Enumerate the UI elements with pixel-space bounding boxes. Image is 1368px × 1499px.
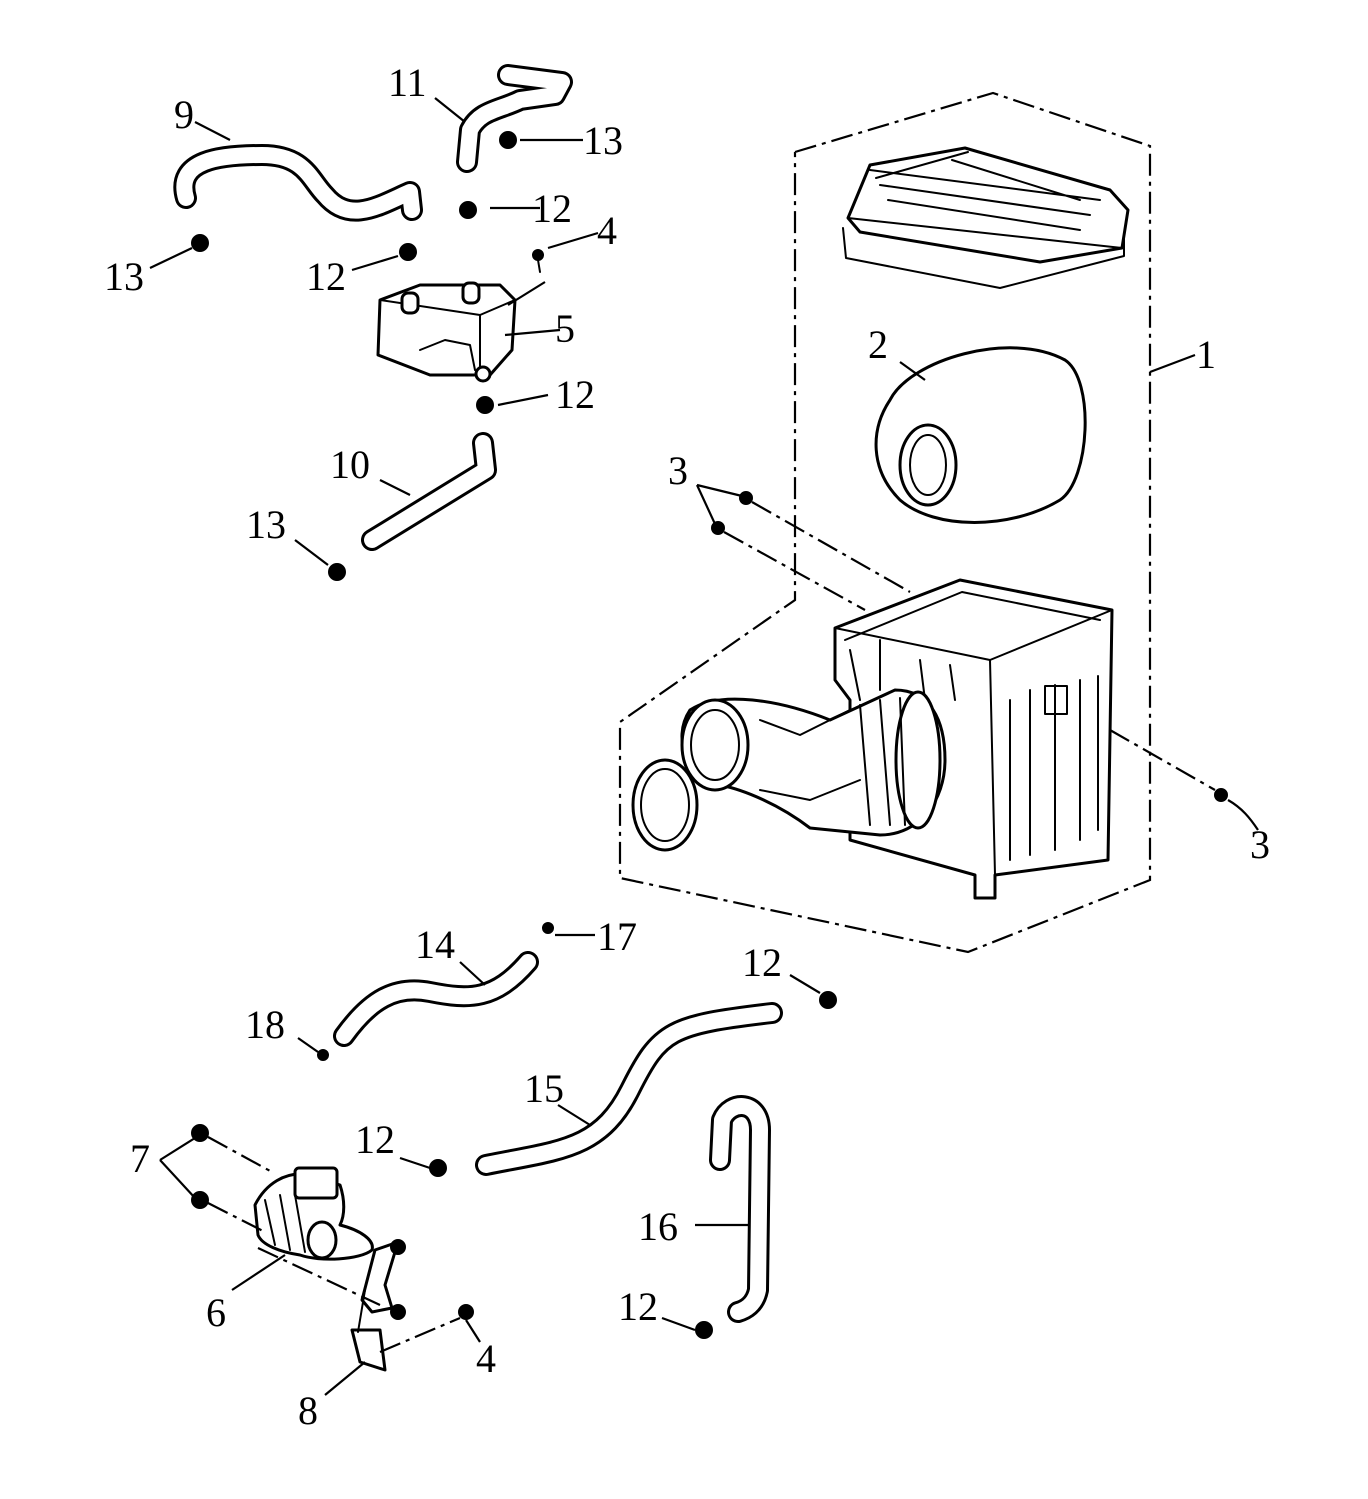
air-box-assembly-outline [618, 91, 1152, 954]
callout-12d: 12 [742, 940, 782, 985]
callout-17: 17 [597, 914, 637, 959]
hose-9 [173, 144, 423, 222]
callout-11: 11 [388, 60, 427, 105]
callout-18: 18 [245, 1002, 285, 1047]
callout-10: 10 [330, 442, 370, 487]
intake-duct [631, 688, 947, 852]
callout-8: 8 [298, 1388, 318, 1433]
breather-box [376, 281, 517, 383]
callout-15: 15 [524, 1066, 564, 1111]
callout-12c: 12 [555, 372, 595, 417]
hose-16 [709, 1095, 771, 1323]
callout-4a: 4 [597, 208, 617, 253]
callout-12f: 12 [618, 1284, 658, 1329]
hose-clamps [191, 131, 837, 1339]
callout-4b: 4 [476, 1336, 496, 1381]
leader-lines [149, 97, 1259, 1396]
callout-13b: 13 [104, 254, 144, 299]
air-box-screws [711, 491, 1228, 802]
callout-13a: 13 [583, 118, 623, 163]
callout-1: 1 [1196, 332, 1216, 377]
callout-9: 9 [174, 92, 194, 137]
callout-5: 5 [555, 306, 575, 351]
hose-10 [361, 432, 497, 551]
callout-12a: 12 [532, 186, 572, 231]
valve-assembly [191, 1124, 474, 1372]
hose-11 [456, 64, 573, 173]
callout-13c: 13 [246, 502, 286, 547]
callout-7: 7 [130, 1136, 150, 1181]
callout-6: 6 [206, 1290, 226, 1335]
callout-16: 16 [638, 1204, 678, 1249]
callout-12b: 12 [306, 254, 346, 299]
callout-labels: 1 2 3 3 3 4 4 5 6 7 8 9 10 11 12 12 12 1… [104, 60, 1270, 1433]
callout-12e: 12 [355, 1117, 395, 1162]
hose-14 [333, 951, 539, 1047]
callout-3b: 3 [1250, 822, 1270, 867]
callout-2: 2 [868, 322, 888, 367]
air-box-lid [842, 146, 1130, 289]
air-filter-element [874, 346, 1087, 524]
hose-15 [475, 1002, 783, 1176]
callout-14: 14 [415, 922, 455, 967]
callout-3a: 3 [668, 448, 688, 493]
